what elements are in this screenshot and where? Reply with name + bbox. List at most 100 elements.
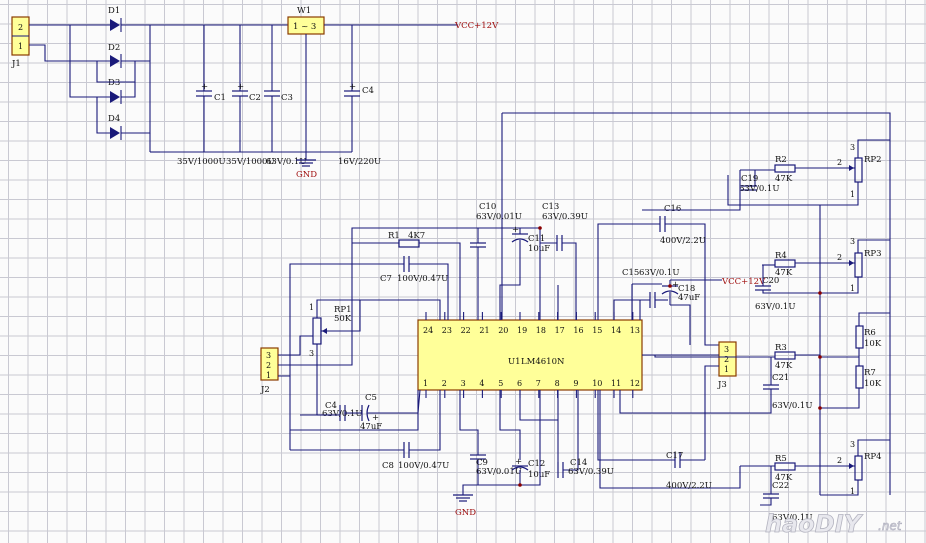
c18-ref: C18	[678, 284, 695, 294]
j3-pin-3: 3	[724, 345, 729, 354]
c3-value: 63V/0.1U	[266, 157, 307, 167]
connector-j3	[718, 341, 737, 377]
rp1-value: 50K	[334, 314, 352, 324]
c10-ref: C10	[479, 202, 496, 212]
j3-ref: J3	[717, 380, 727, 390]
ic-u1	[417, 319, 643, 391]
svg-text:3: 3	[850, 143, 855, 152]
power-supply-section: 2 1 J1 D1 D2 D3 D4	[11, 6, 499, 180]
svg-text:1: 1	[850, 190, 855, 199]
pot-rp2	[854, 157, 863, 183]
c22-ref: C22	[772, 481, 789, 491]
c17-value: 400V/2.2U	[666, 481, 712, 491]
watermark-text: haoDIY	[765, 510, 864, 538]
c13-ref: C13	[542, 202, 559, 212]
c14-ref: C14	[570, 458, 587, 468]
ic-pin-bottom: 1	[423, 379, 428, 388]
ic-pin-top: 24	[423, 326, 433, 335]
j1-pin-2: 2	[18, 23, 23, 32]
pot-rp3	[854, 252, 863, 278]
j3-pin-2: 2	[724, 355, 729, 364]
ic-pin-top: 15	[592, 326, 602, 335]
c9-ref: C9	[476, 458, 488, 468]
c11-value: 10uF	[528, 244, 550, 254]
c11-ref: C11	[528, 234, 545, 244]
c4b-ref: C4	[325, 401, 337, 411]
ic-pin-top: 17	[555, 326, 565, 335]
c18-value: 47uF	[678, 293, 700, 303]
rp1-ref: RP1	[334, 305, 352, 315]
rp2-ref: RP2	[864, 155, 882, 165]
c8-value: 100V/0.47U	[398, 461, 449, 471]
c4b-value: 63V/0.1U	[322, 409, 363, 419]
r4-ref: R4	[775, 251, 787, 261]
c10-value: 63V/0.01U	[476, 212, 522, 222]
ic-pin-top: 21	[479, 326, 489, 335]
c15-value: 63V/0.1U	[639, 268, 680, 278]
svg-text:+: +	[515, 457, 522, 467]
c5-value: 47uF	[360, 422, 382, 432]
resistor-r6	[855, 325, 864, 349]
svg-text:3: 3	[850, 440, 855, 449]
svg-text:+: +	[672, 280, 679, 290]
c2-ref: C2	[249, 93, 261, 103]
rp3-ref: RP3	[864, 249, 882, 259]
c20-value: 63V/0.1U	[755, 302, 796, 312]
vcc-label-top: VCC+12V	[454, 21, 499, 31]
w1-pins: 1 ~ 3	[293, 22, 316, 32]
r2-value: 47K	[775, 174, 793, 184]
j3-pin-1: 1	[724, 365, 729, 374]
svg-text:1: 1	[850, 487, 855, 496]
ic-pin-bottom: 7	[536, 379, 541, 388]
resistor-r2	[774, 164, 796, 173]
c21-ref: C21	[772, 373, 789, 383]
c1-value: 35V/1000U	[177, 157, 226, 167]
d3-ref: D3	[108, 78, 120, 88]
r2-ref: R2	[775, 155, 787, 165]
d1-ref: D1	[108, 6, 120, 16]
r3-value: 47K	[775, 361, 793, 371]
c2-value: 35V/1000U	[226, 157, 275, 167]
c9-value: 63V/0.01U	[476, 467, 522, 477]
ic-pin-top: 19	[517, 326, 527, 335]
svg-text:3: 3	[850, 237, 855, 246]
rp1-pin-1: 1	[309, 303, 314, 312]
rp1-pin-3: 3	[309, 349, 314, 358]
svg-text:+: +	[372, 413, 379, 423]
r3-ref: R3	[775, 343, 787, 353]
c14-value: 63V/0.39U	[568, 467, 614, 477]
c8-ref: C8	[382, 461, 394, 471]
c3-ref: C3	[281, 93, 293, 103]
c17-ref: C17	[666, 451, 683, 461]
diode-d4	[110, 127, 120, 139]
r5-value: 47K	[775, 473, 793, 483]
r6-value: 10K	[864, 339, 882, 349]
vcc-label-mid: VCC+12V	[721, 277, 766, 287]
r4-value: 47K	[775, 268, 793, 278]
svg-text:+: +	[201, 82, 208, 92]
ic-pin-bottom: 11	[611, 379, 621, 388]
j1-ref: J1	[11, 59, 21, 69]
r7-value: 10K	[864, 379, 882, 389]
diode-d3	[110, 91, 120, 103]
r1-value: 4K7	[408, 231, 425, 241]
resistor-r7	[855, 365, 864, 389]
d2-ref: D2	[108, 43, 120, 53]
diode-d1	[110, 19, 120, 31]
c22-value: 63V/0.1U	[772, 513, 813, 523]
resistor-r5	[774, 462, 796, 471]
ic-pin-bottom: 5	[498, 379, 503, 388]
watermark-suffix: .net	[878, 519, 903, 533]
gnd-label-bottom: GND	[455, 508, 476, 518]
r6-ref: R6	[864, 328, 876, 338]
ic-pin-bottom: 10	[592, 379, 602, 388]
r1-ref: R1	[388, 231, 400, 241]
c4-ref: C4	[362, 86, 374, 96]
svg-text:2: 2	[837, 456, 842, 465]
c12-value: 10uF	[528, 470, 550, 480]
ic-pin-bottom: 2	[442, 379, 447, 388]
svg-text:+: +	[349, 82, 356, 92]
ic-pin-bottom: 9	[573, 379, 578, 388]
c15-ref: C15	[622, 268, 639, 278]
